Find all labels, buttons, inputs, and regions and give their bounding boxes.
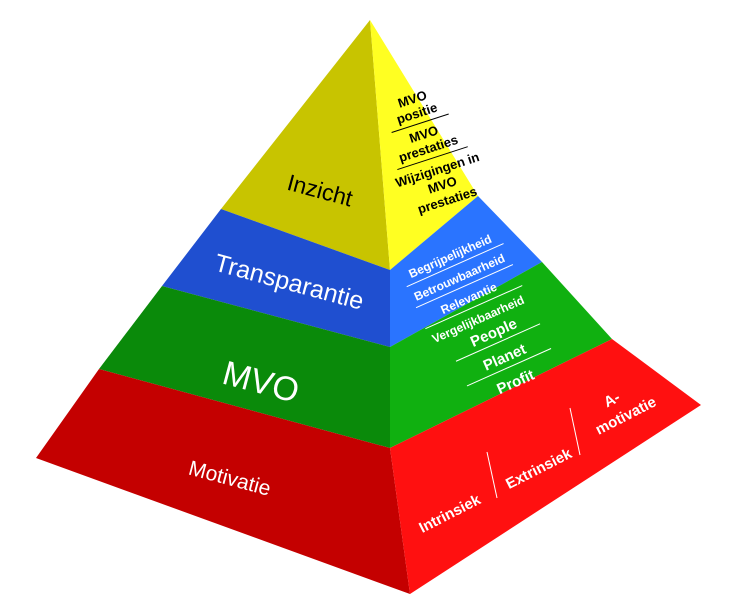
transparantie-divider-3 xyxy=(425,285,523,330)
mvo-divider-2 xyxy=(466,348,552,387)
inzicht-divider-1 xyxy=(391,113,449,133)
transparantie-side-face xyxy=(390,196,542,347)
transparantie-divider-2 xyxy=(415,264,514,309)
inzicht-front-face xyxy=(221,20,390,270)
motivatie-divider-2 xyxy=(569,407,581,456)
mvo-divider-1 xyxy=(455,323,541,362)
motivatie-side-face xyxy=(390,339,701,594)
motivatie-front-face xyxy=(36,369,410,594)
mvo-side-face xyxy=(390,262,612,448)
inzicht-items: MVO positie MVO prestaties Wijzigingen i… xyxy=(391,87,481,217)
inzicht-side-face xyxy=(370,20,478,270)
inzicht-divider-2 xyxy=(397,146,468,171)
mvo-front-face xyxy=(99,286,390,448)
motivatie-divider-1 xyxy=(486,451,498,499)
transparantie-divider-1 xyxy=(406,243,504,288)
transparantie-front-face xyxy=(162,209,390,347)
motivatie-item-a-motivatie-line-1: A- xyxy=(601,389,623,411)
